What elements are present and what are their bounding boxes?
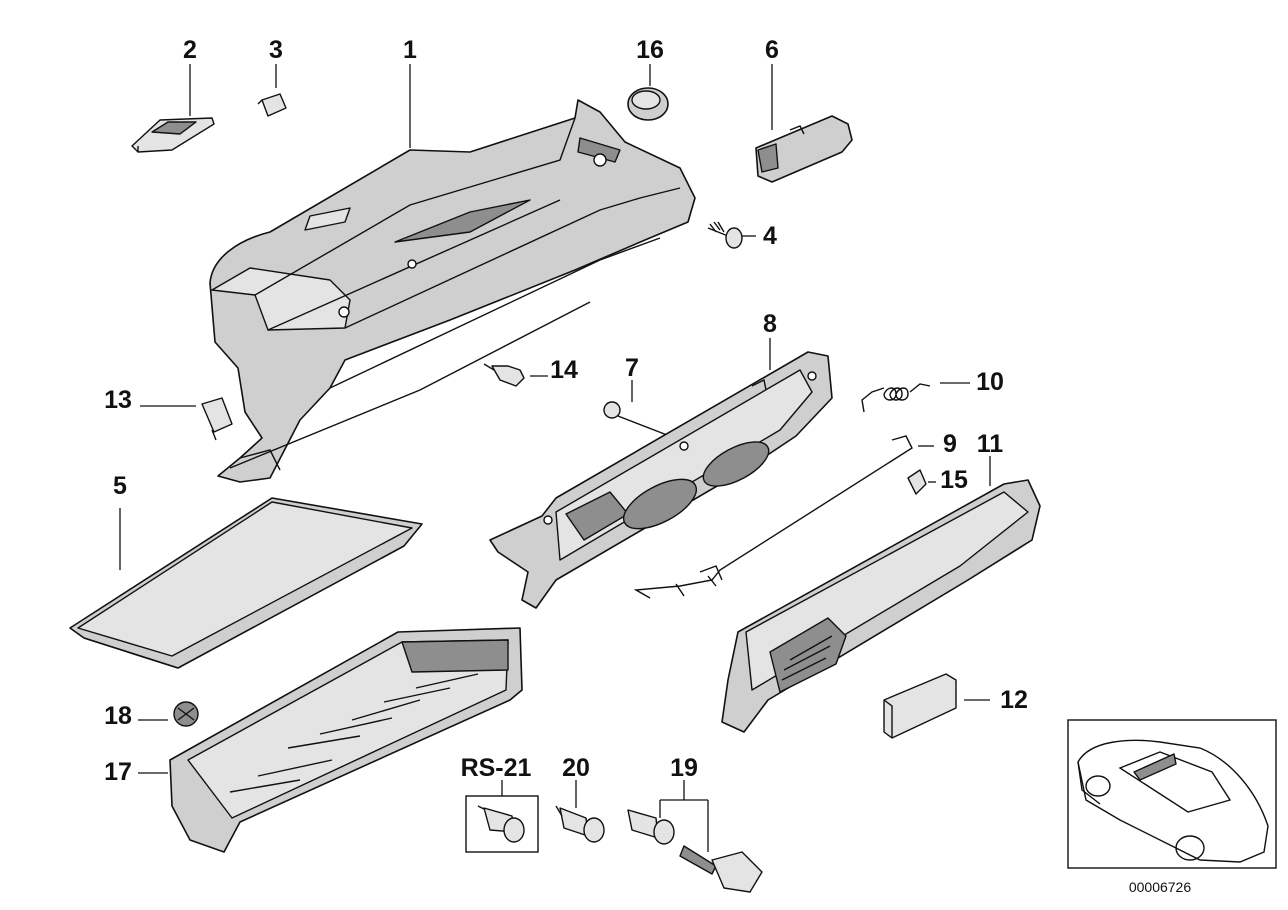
callout-15: 15	[940, 466, 968, 494]
callout-11: 11	[977, 430, 1004, 458]
part-11-lid	[721, 479, 1041, 733]
callout-5: 5	[113, 472, 127, 500]
part-6-cover	[755, 115, 853, 183]
callout-4: 4	[763, 222, 777, 250]
callout-18: 18	[104, 702, 132, 730]
reference-code: 00006726	[1129, 879, 1192, 895]
callout-2: 2	[183, 36, 197, 64]
part-17-tray	[169, 627, 523, 853]
part-9-rod	[633, 435, 913, 599]
callout-10: 10	[976, 368, 1004, 396]
part-14-buffer	[483, 363, 525, 387]
callout-20: 20	[562, 754, 590, 782]
callout-rs21: RS-21	[461, 754, 532, 782]
callout-1: 1	[403, 36, 417, 64]
part-2-lamp-lens	[131, 117, 215, 153]
part-20-screw	[555, 805, 605, 843]
part-1-glovebox-housing	[209, 99, 696, 483]
callout-6: 6	[765, 36, 779, 64]
callout-13: 13	[104, 386, 132, 414]
part-16-cap	[627, 87, 669, 121]
part-4-screw	[707, 221, 743, 249]
callout-9: 9	[943, 430, 957, 458]
part-3-clip	[257, 93, 287, 117]
callout-17: 17	[104, 758, 132, 786]
part-18-clip	[173, 701, 199, 727]
part-15-clip	[907, 469, 927, 495]
callout-labels: 2 3 1 16 6 4 5 13 14 7 8 10 9 11 15 12 1…	[104, 36, 1191, 895]
callout-14: 14	[550, 356, 578, 384]
car-thumbnail	[1067, 719, 1277, 869]
part-8-inner-lid	[489, 351, 833, 609]
part-10-spring	[861, 383, 931, 413]
callout-16: 16	[636, 36, 664, 64]
rs21-screw-group	[465, 795, 539, 853]
callout-12: 12	[1000, 686, 1028, 714]
callout-3: 3	[269, 36, 283, 64]
callout-19: 19	[670, 754, 698, 782]
callout-7: 7	[625, 354, 639, 382]
part-19-lock-key	[627, 809, 763, 893]
leader-lines	[119, 64, 991, 852]
part-13-rivet	[201, 397, 233, 441]
callout-8: 8	[763, 310, 777, 338]
part-12-handle	[883, 673, 957, 739]
part-5-liner-panel	[69, 497, 423, 669]
